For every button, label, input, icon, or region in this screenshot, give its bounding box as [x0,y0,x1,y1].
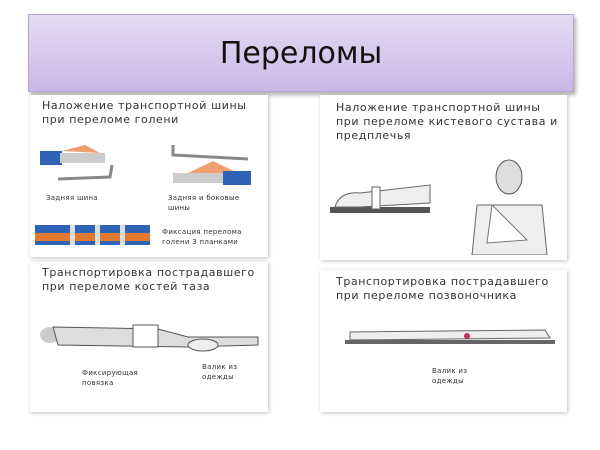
caption-clothes-roll: Валик из одежды [202,363,238,381]
caption-posterior-splint: Задняя шина [46,194,98,202]
wrist-splint-image [330,184,431,213]
spine-transport-image [345,329,555,344]
caption-fixing-bandage: Фиксирующая повязка [82,369,139,387]
panel-heading: Наложение транспортной шины при переломе… [42,99,247,126]
caption-clothes-roll: Валик из одежды [432,367,468,385]
posterior-lateral-splint-image [171,145,251,185]
arm-sling-person-image [471,159,548,255]
caption-posterior-lateral-splint: Задняя и боковые шины [168,194,240,212]
panel-wrist-splint: Наложение транспортной шины при переломе… [320,95,567,260]
pelvis-transport-image [40,324,259,352]
three-plank-fixation-image [35,225,150,245]
caption-three-plank-fixation: Фиксация перелома голени 3 планками [162,228,242,246]
slide-title: Переломы [28,14,574,92]
posterior-splint-image [40,145,114,181]
panel-shin-splint: Наложение транспортной шины при переломе… [30,95,268,257]
panel-heading: Наложение транспортной шины при переломе… [336,101,558,142]
panel-heading: Транспортировка пострадавшего при перело… [336,275,549,302]
panel-spine-transport: Транспортировка пострадавшего при перело… [320,270,567,412]
panel-heading: Транспортировка пострадавшего при перело… [42,266,255,293]
panel-pelvis-transport: Транспортировка пострадавшего при перело… [30,262,268,412]
